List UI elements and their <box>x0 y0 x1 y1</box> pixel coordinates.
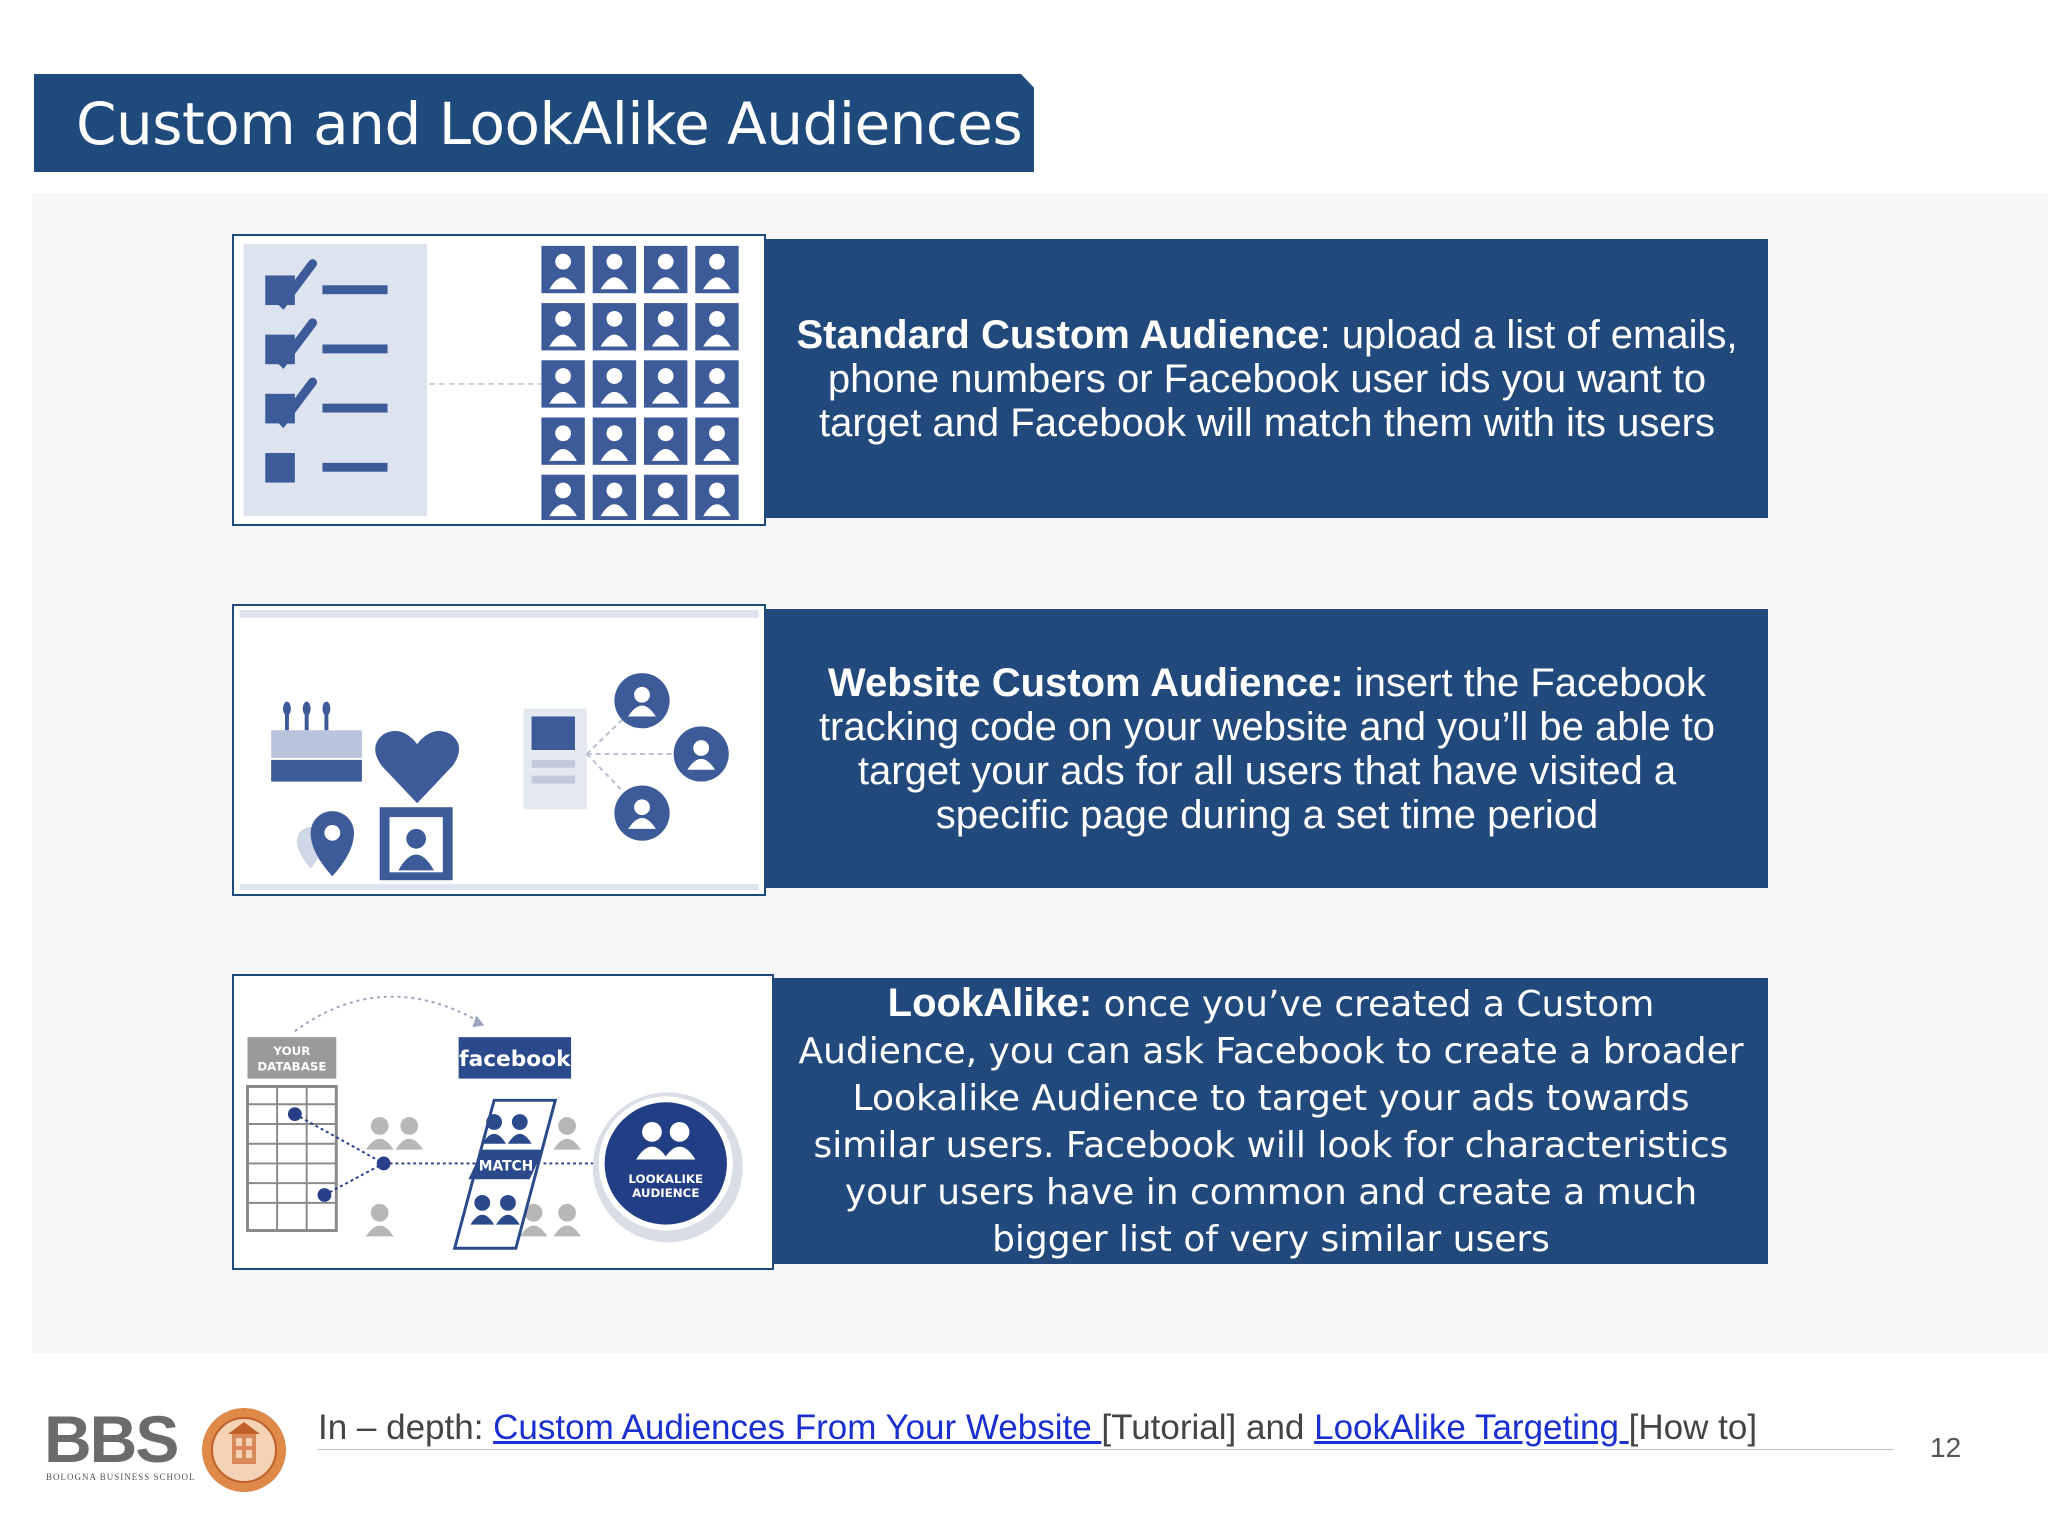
lookalike-illustration: YOUR DATABASE facebook <box>232 974 774 1270</box>
website-audience-row: Website Custom Audience: insert the Face… <box>232 604 1768 904</box>
lookalike-text: once you’ve created a Custom Audience, y… <box>798 983 1744 1260</box>
bbs-logo-subtitle: BOLOGNA BUSINESS SCHOOL <box>46 1472 196 1482</box>
university-seal-icon <box>202 1408 286 1492</box>
footer-prefix: In – depth: <box>318 1408 494 1447</box>
audience-label-line2: AUDIENCE <box>632 1186 699 1200</box>
lookalike-panel: LookAlike: once you’ve created a Custom … <box>774 978 1768 1264</box>
lookalike-description: LookAlike: once you’ve created a Custom … <box>794 980 1748 1263</box>
database-label-line1: YOUR <box>272 1044 310 1058</box>
website-audience-heading: Website Custom Audience: <box>827 660 1344 705</box>
footer-note: In – depth: Custom Audiences From Your W… <box>318 1408 1757 1448</box>
lookalike-heading: LookAlike: <box>887 980 1093 1025</box>
standard-audience-text: : upload a list of emails, phone numbers… <box>819 312 1738 445</box>
bbs-logo-text: BBS <box>44 1402 179 1476</box>
footer-suffix: [How to] <box>1628 1408 1758 1447</box>
audience-label-line1: LOOKALIKE <box>628 1172 703 1186</box>
standard-audience-description: Standard Custom Audience: upload a list … <box>786 313 1748 445</box>
standard-audience-heading: Standard Custom Audience <box>796 312 1320 357</box>
website-audience-text: insert the Facebook tracking code on you… <box>818 660 1716 837</box>
website-tracking-icon <box>239 609 759 891</box>
lookalike-targeting-link[interactable]: LookAlike Targeting <box>1314 1408 1629 1447</box>
website-illustration <box>232 604 766 896</box>
checklist-to-users-icon <box>243 243 739 521</box>
footer-divider <box>318 1449 1894 1450</box>
lookalike-row: YOUR DATABASE facebook <box>232 974 1768 1274</box>
checklist-illustration <box>232 234 766 526</box>
standard-audience-panel: Standard Custom Audience: upload a list … <box>766 239 1768 518</box>
website-audience-description: Website Custom Audience: insert the Face… <box>786 661 1748 837</box>
footer-between: [Tutorial] and <box>1101 1408 1315 1447</box>
page-number: 12 <box>1930 1432 1962 1463</box>
lookalike-match-diagram: YOUR DATABASE facebook <box>246 995 743 1250</box>
bbs-logo: BBS BOLOGNA BUSINESS SCHOOL <box>44 1402 294 1492</box>
match-label: MATCH <box>479 1158 533 1174</box>
title-banner: Custom and LookAlike Audiences <box>34 74 1034 172</box>
database-label-line2: DATABASE <box>257 1060 326 1074</box>
standard-audience-row: Standard Custom Audience: upload a list … <box>232 234 1768 534</box>
slide-title: Custom and LookAlike Audiences <box>76 90 1023 158</box>
facebook-badge-text: facebook <box>459 1047 571 1072</box>
custom-audiences-link[interactable]: Custom Audiences From Your Website <box>493 1408 1102 1447</box>
website-audience-panel: Website Custom Audience: insert the Face… <box>766 609 1768 888</box>
